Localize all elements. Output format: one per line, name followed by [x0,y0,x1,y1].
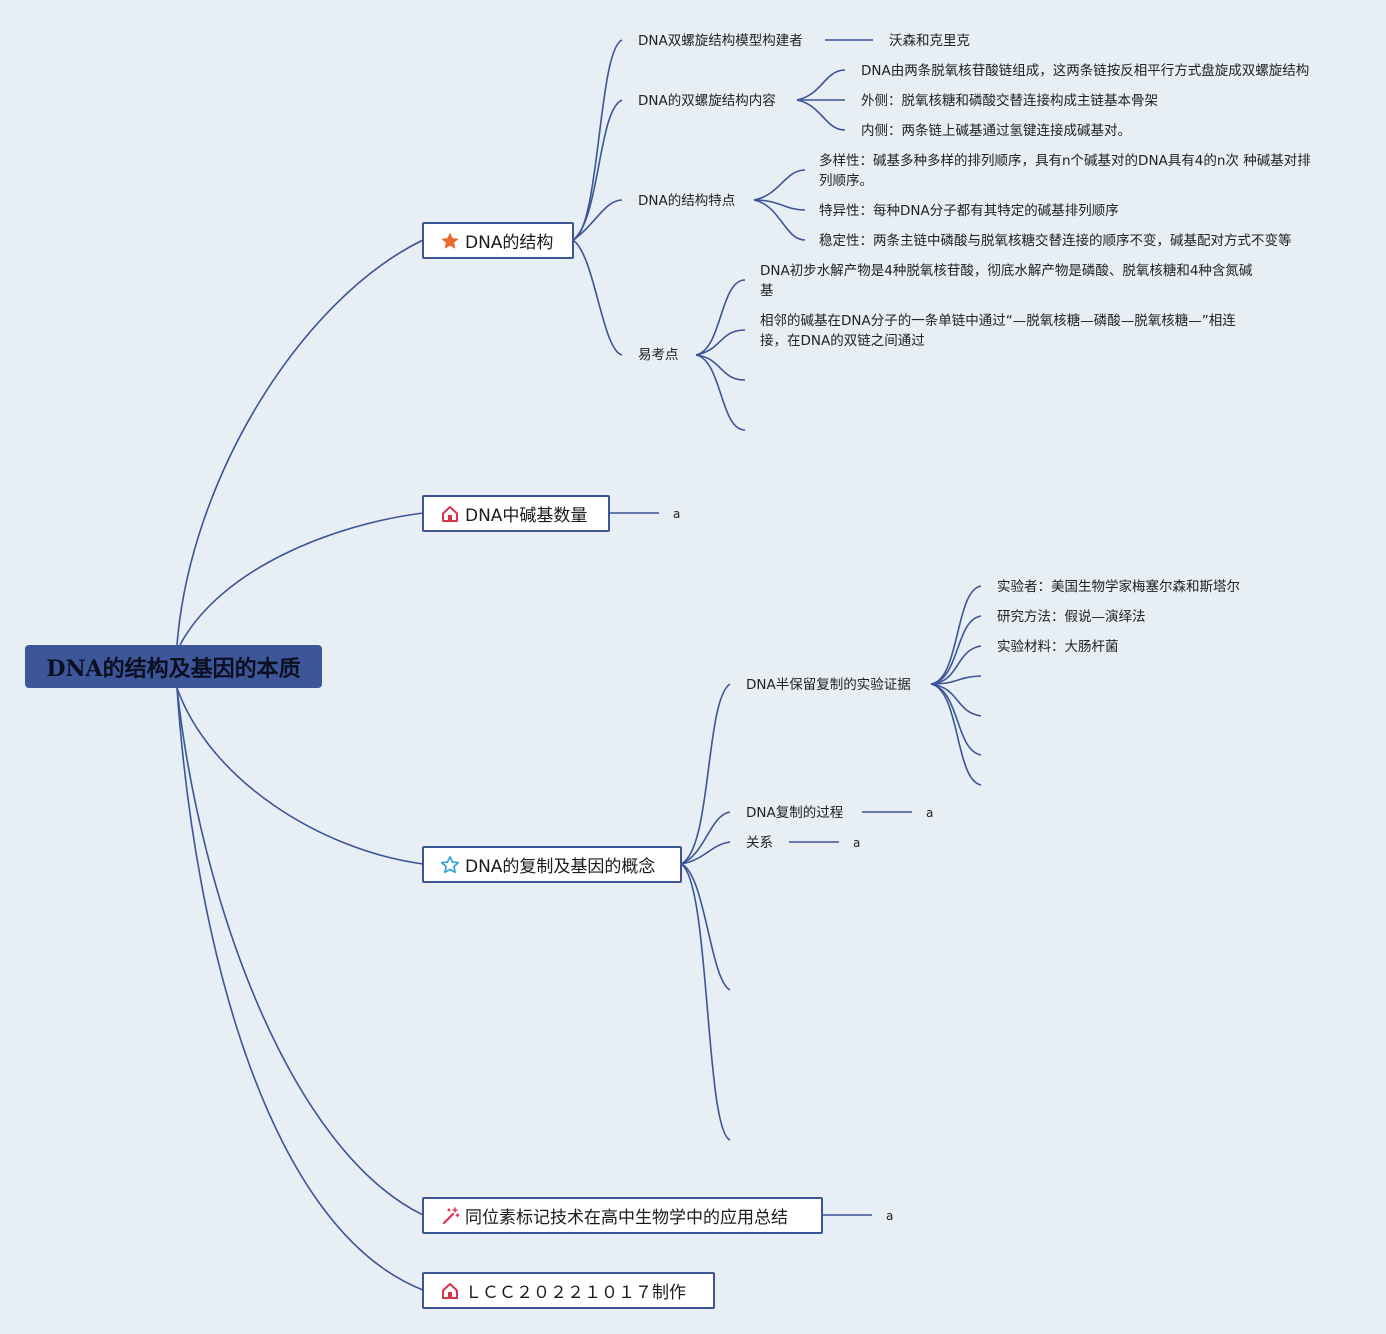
content-item[interactable]: 外侧：脱氧核糖和磷酸交替连接构成主链基本骨架 [861,93,1158,109]
evidence-label[interactable]: DNA半保留复制的实验证据 [746,677,911,693]
branch-dna-structure[interactable]: DNA的结构 [422,222,574,259]
bases-value[interactable]: a [673,507,681,521]
branch-label: DNA的结构 [465,233,554,253]
pitfalls-item[interactable]: 相邻的碱基在DNA分子的一条单链中通过“—脱氧核糖—磷酸—脱氧核糖—”相连接，在… [760,313,1236,349]
branch-label: DNA的复制及基因的概念 [465,857,656,877]
branch-isotope[interactable]: 同位素标记技术在高中生物学中的应用总结 [422,1197,823,1234]
features-item[interactable]: 特异性：每种DNA分子都有其特定的碱基排列顺序 [819,203,1119,219]
pitfalls-label[interactable]: 易考点 [638,347,679,363]
home-red-icon [440,504,460,524]
isotope-value[interactable]: a [886,1209,894,1223]
pitfalls-item[interactable]: DNA初步水解产物是4种脱氧核苷酸，彻底水解产物是磷酸、脱氧核糖和4种含氮碱基 [760,263,1253,299]
process-value[interactable]: a [926,806,934,820]
home-red-icon [440,1281,460,1301]
process-label[interactable]: DNA复制的过程 [746,805,844,821]
content-label[interactable]: DNA的双螺旋结构内容 [638,93,776,109]
evidence-item[interactable]: 实验材料：大肠杆菌 [997,639,1119,655]
builders-value[interactable]: 沃森和克里克 [889,33,970,49]
branch-label: DNA中碱基数量 [465,506,588,526]
relation-label[interactable]: 关系 [746,835,773,851]
star-orange-icon [440,231,460,251]
relation-value[interactable]: a [853,836,861,850]
branch-label: 同位素标记技术在高中生物学中的应用总结 [465,1208,788,1228]
branch-credit[interactable]: ＬＣＣ２０２２１０１７制作 [422,1272,715,1309]
evidence-item[interactable]: 研究方法：假说—演绎法 [997,609,1146,625]
content-item[interactable]: DNA由两条脱氧核苷酸链组成，这两条链按反相平行方式盘旋成双螺旋结构 [861,63,1310,79]
star-outline-blue-icon [440,855,460,875]
magic-wand-icon [440,1206,460,1226]
content-item[interactable]: 内侧：两条链上碱基通过氢键连接成碱基对。 [861,123,1131,139]
features-item[interactable]: 多样性：碱基多种多样的排列顺序，具有n个碱基对的DNA具有4的n次 种碱基对排列… [819,153,1311,189]
features-item[interactable]: 稳定性：两条主链中磷酸与脱氧核糖交替连接的顺序不变，碱基配对方式不变等 [819,233,1292,249]
builders-label[interactable]: DNA双螺旋结构模型构建者 [638,33,803,49]
branch-replication[interactable]: DNA的复制及基因的概念 [422,846,682,883]
features-label[interactable]: DNA的结构特点 [638,193,736,209]
evidence-item[interactable]: 实验者：美国生物学家梅塞尔森和斯塔尔 [997,579,1240,595]
root-topic[interactable]: DNA的结构及基因的本质 [25,645,322,688]
root-title: DNA的结构及基因的本质 [46,655,301,682]
branch-label: ＬＣＣ２０２２１０１７制作 [465,1283,686,1303]
branch-base-count[interactable]: DNA中碱基数量 [422,495,610,532]
